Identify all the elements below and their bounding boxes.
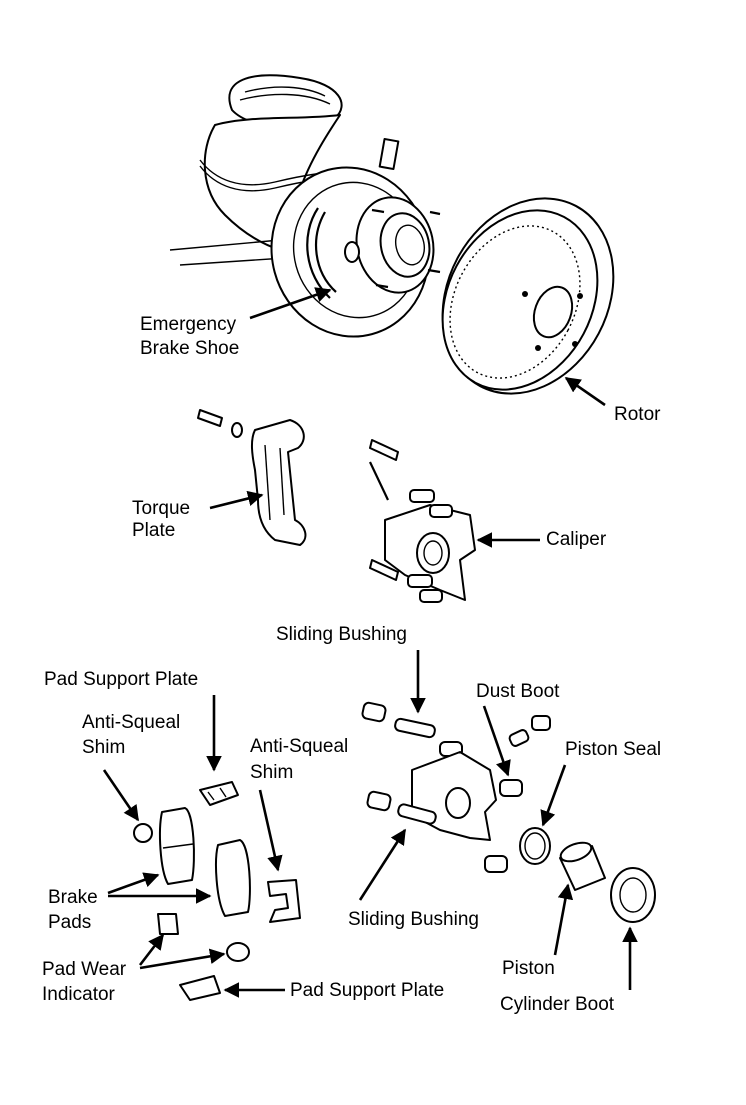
label-torque-plate-line1: Torque — [132, 498, 190, 519]
label-sliding-bushing-top: Sliding Bushing — [276, 624, 407, 645]
label-emergency-brake-shoe-line2: Brake Shoe — [140, 338, 239, 359]
label-pad-wear-indicator-line1: Pad Wear — [42, 959, 127, 980]
label-rotor: Rotor — [614, 404, 661, 425]
labels: Emergency Brake Shoe Rotor Torque Plate … — [42, 314, 661, 1015]
torque-plate-part — [197, 409, 307, 546]
label-brake-pads-line2: Pads — [48, 912, 91, 933]
label-pad-support-plate-top: Pad Support Plate — [44, 669, 198, 690]
label-pad-support-plate-bottom: Pad Support Plate — [290, 980, 444, 1001]
brake-pads-group — [133, 781, 301, 1001]
label-brake-pads-line1: Brake — [48, 887, 98, 908]
label-caliper: Caliper — [546, 529, 607, 550]
label-cylinder-boot: Cylinder Boot — [500, 994, 615, 1015]
label-anti-squeal-shim-right-line2: Shim — [250, 762, 293, 783]
label-emergency-brake-shoe-line1: Emergency — [140, 314, 237, 335]
label-piston: Piston — [502, 958, 555, 979]
label-anti-squeal-shim-right-line1: Anti-Squeal — [250, 736, 348, 757]
label-piston-seal: Piston Seal — [565, 739, 661, 760]
label-torque-plate-line2: Plate — [132, 520, 175, 541]
label-pad-wear-indicator-line2: Indicator — [42, 984, 116, 1005]
rotor-disc — [441, 197, 615, 395]
label-sliding-bushing-bottom: Sliding Bushing — [348, 909, 479, 930]
label-anti-squeal-shim-left-line2: Shim — [82, 737, 125, 758]
leader-arrows — [102, 287, 638, 998]
caliper-exploded-parts — [361, 701, 656, 923]
label-anti-squeal-shim-left-line1: Anti-Squeal — [82, 712, 180, 733]
hub-backing-plate-assembly — [169, 74, 441, 338]
caliper-part — [369, 439, 476, 603]
label-dust-boot: Dust Boot — [476, 681, 560, 702]
